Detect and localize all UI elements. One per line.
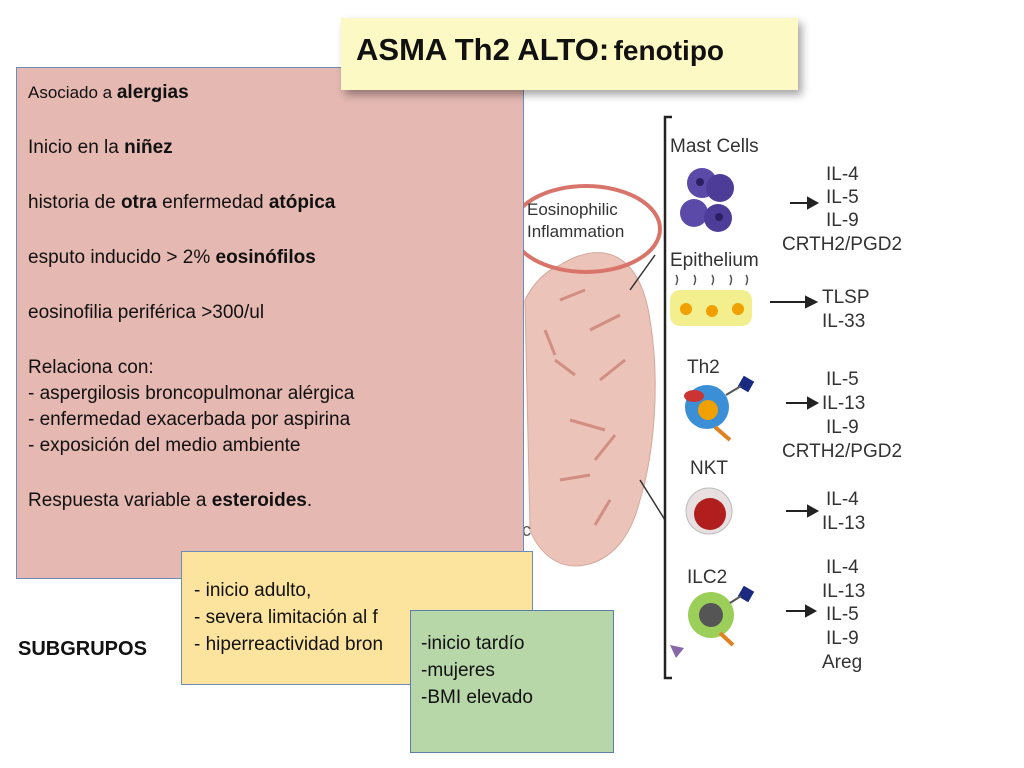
mast-marker: IL-5 xyxy=(826,187,859,208)
relation-item: - enfermedad exacerbada por aspirina xyxy=(28,409,351,430)
feature-sputum: esputo inducido > 2% eosinófilos xyxy=(28,247,316,268)
subgroup-item: - hiperreactividad bron xyxy=(194,634,384,655)
nkt-cell-icon xyxy=(685,487,733,535)
feature-eosinophilia: eosinofilia periférica >300/ul xyxy=(28,302,265,323)
th2-marker: IL-9 xyxy=(826,417,859,438)
nkt-marker: IL-4 xyxy=(826,489,859,510)
arrows xyxy=(770,196,820,618)
mast-marker: IL-4 xyxy=(826,164,859,185)
relation-item: - exposición del medio ambiente xyxy=(28,435,301,456)
cell-bracket xyxy=(663,115,672,680)
ilc2-marker: IL-4 xyxy=(826,557,859,578)
ilc2-marker: IL-5 xyxy=(826,604,859,625)
cell-name-ilc2: ILC2 xyxy=(687,567,727,588)
eosinophilic-label-2: Inflammation xyxy=(527,222,624,241)
title-sub: fenotipo xyxy=(613,35,725,66)
epithelium-marker: IL-33 xyxy=(822,311,865,332)
feature-allergies: Asociado a alergias xyxy=(28,82,189,103)
feature-onset: Inicio en la niñez xyxy=(28,137,173,158)
th2-marker: CRTH2/PGD2 xyxy=(782,441,902,462)
slide-title: ASMA Th2 ALTO: fenotipo xyxy=(341,18,798,90)
eosinophilic-label-1: Eosinophilic xyxy=(527,200,618,219)
feature-steroids: Respuesta variable a esteroides. xyxy=(28,490,313,511)
lung-texture xyxy=(543,288,626,526)
ilc2-marker: IL-13 xyxy=(822,581,865,602)
mast-marker: IL-9 xyxy=(826,210,859,231)
nkt-marker: IL-13 xyxy=(822,513,865,534)
subgroup-item: -mujeres xyxy=(421,660,495,681)
mast-cells-icon xyxy=(680,168,734,232)
ilc2-marker: Areg xyxy=(822,652,862,673)
th2-marker: IL-13 xyxy=(822,393,865,414)
subgroups-label: SUBGRUPOS xyxy=(18,638,147,660)
cell-name-th2: Th2 xyxy=(687,357,720,378)
cell-name-epithelium: Epithelium xyxy=(670,250,759,271)
subgroup-item: -inicio tardío xyxy=(421,633,525,654)
relation-header: Relaciona con: xyxy=(28,357,154,378)
ilc2-marker: IL-9 xyxy=(826,628,859,649)
mast-marker: CRTH2/PGD2 xyxy=(782,234,902,255)
th2-features-box: Asociado a alergias Inicio en la niñez h… xyxy=(16,67,524,579)
cell-name-mast: Mast Cells xyxy=(670,136,759,157)
subgroup-item: -BMI elevado xyxy=(421,687,533,708)
subgroup-item: - inicio adulto, xyxy=(194,580,312,601)
relation-item: - aspergilosis broncopulmonar alérgica xyxy=(28,383,355,404)
th2-marker: IL-5 xyxy=(826,369,859,390)
lung-illustration xyxy=(524,252,656,567)
cell-name-nkt: NKT xyxy=(690,458,728,479)
partial-letter: c xyxy=(522,520,531,540)
subgroup-item: - severa limitación al f xyxy=(194,607,378,628)
feature-atopic: historia de otra enfermedad atópica xyxy=(28,192,336,213)
epithelium-icon xyxy=(670,274,752,326)
th2-cell-icon xyxy=(684,375,755,442)
subgroup-late-box: -inicio tardío -mujeres -BMI elevado xyxy=(410,610,614,753)
epithelium-marker: TLSP xyxy=(822,287,870,308)
ilc2-cell-icon xyxy=(670,585,755,658)
title-main: ASMA Th2 ALTO: xyxy=(356,32,610,67)
